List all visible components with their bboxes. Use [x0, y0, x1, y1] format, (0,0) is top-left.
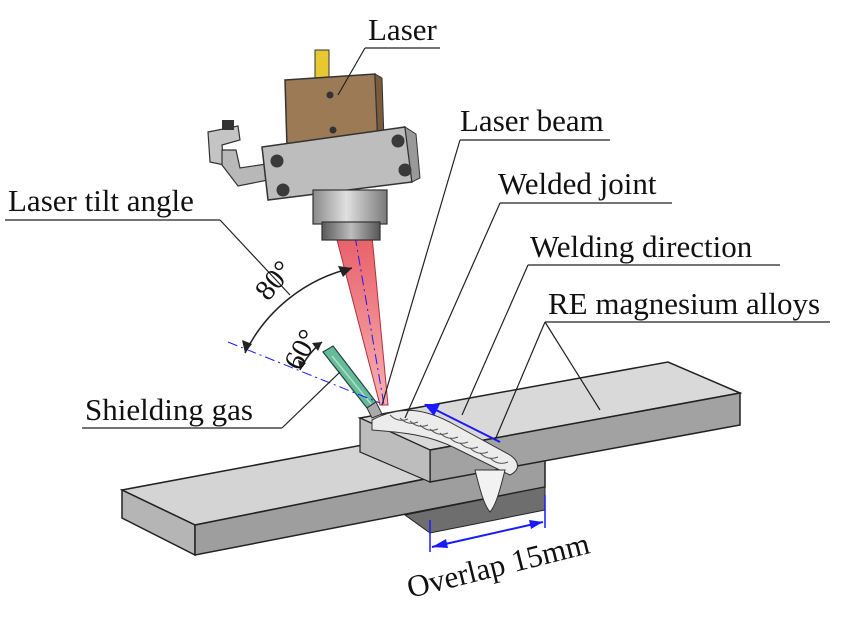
shielding-gas-nozzle	[322, 345, 383, 419]
angle-arc-60	[298, 341, 323, 371]
laser-head	[207, 49, 421, 241]
label-re-magnesium-alloys: RE magnesium alloys	[548, 286, 820, 321]
label-laser-beam: Laser beam	[460, 103, 604, 138]
label-overlap: Overlap 15mm	[403, 526, 593, 605]
label-welded-joint: Welded joint	[498, 166, 657, 201]
weld-seam	[371, 409, 518, 513]
label-shielding-gas: Shielding gas	[85, 392, 253, 427]
laser-beam	[335, 235, 389, 406]
label-welding-direction: Welding direction	[530, 229, 753, 264]
angle-arc-80	[242, 266, 353, 354]
leader-lines	[5, 47, 830, 441]
label-laser: Laser	[368, 12, 438, 47]
label-laser-tilt-angle: Laser tilt angle	[8, 183, 194, 218]
label-angle-80: 80°	[249, 255, 300, 307]
overlap-dimension	[429, 495, 546, 552]
welding-direction-arrow	[424, 404, 501, 443]
angle-reference-lines	[227, 341, 381, 404]
label-angle-60: 60°	[278, 324, 325, 375]
